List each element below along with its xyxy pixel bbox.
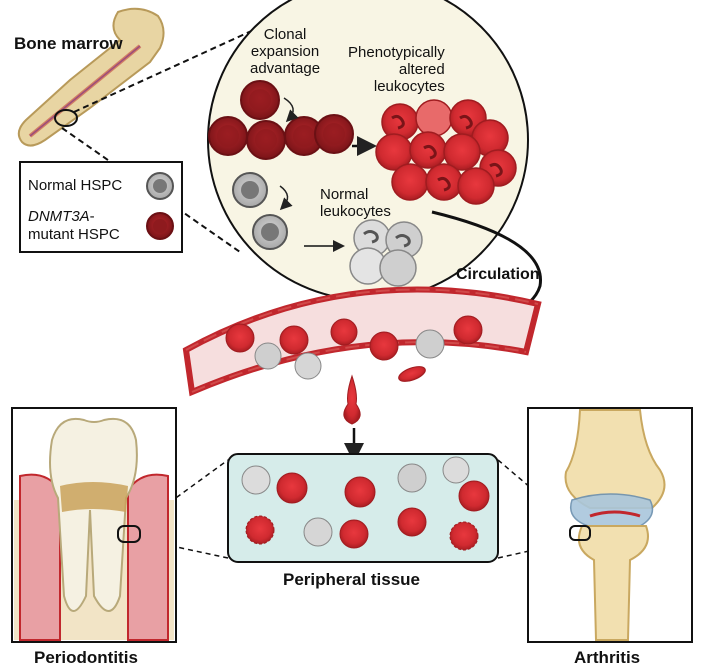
pheno-line-2: altered xyxy=(398,61,445,78)
normal-leuk-line-1: Normal xyxy=(320,186,369,203)
periodontitis-panel xyxy=(11,407,177,643)
legend-gene-dash: - xyxy=(89,208,95,225)
legend-normal-label: Normal HSPC xyxy=(28,177,123,194)
clonal-expansion-label: Clonal expansion advantage xyxy=(250,26,320,77)
femur-bone-icon xyxy=(17,7,165,147)
extravasation-droplet xyxy=(343,374,361,425)
clonal-line-3: advantage xyxy=(250,60,321,77)
arthritis-label: Arthritis xyxy=(574,648,641,667)
tooth-icon xyxy=(49,418,138,612)
phenotypically-altered-label: Phenotypically altered leukocytes xyxy=(348,44,445,95)
peripheral-tissue-label: Peripheral tissue xyxy=(283,570,421,589)
periodontitis-label: Periodontitis xyxy=(34,648,138,667)
legend-box xyxy=(19,161,183,253)
legend-mutant-label: DNMT3A- mutant HSPC xyxy=(28,208,120,244)
clonal-mutant-cells xyxy=(208,80,354,160)
normal-leukocyte-cluster xyxy=(349,219,423,287)
clonal-line-1: Clonal xyxy=(263,26,307,43)
bone-marrow-label: Bone marrow xyxy=(14,34,123,53)
legend-gene-name: DNMT3A xyxy=(28,208,90,225)
peripheral-tissue-box xyxy=(227,453,499,563)
pheno-line-3: leukocytes xyxy=(373,78,445,95)
zoom-lines-bone xyxy=(61,27,259,253)
normal-leukocytes-label: Normal leukocytes xyxy=(320,186,391,220)
blood-vessel xyxy=(182,286,542,397)
normal-leuk-line-2: leukocytes xyxy=(320,203,391,220)
altered-leukocyte-cluster xyxy=(375,99,517,205)
legend-mutant-hspc: mutant HSPC xyxy=(28,226,120,243)
pheno-line-1: Phenotypically xyxy=(348,44,445,61)
normal-hspc-cells xyxy=(232,172,293,250)
circulation-label: Circulation xyxy=(456,266,540,283)
clonal-line-2: expansion xyxy=(250,43,320,60)
arthritis-panel xyxy=(527,407,693,643)
